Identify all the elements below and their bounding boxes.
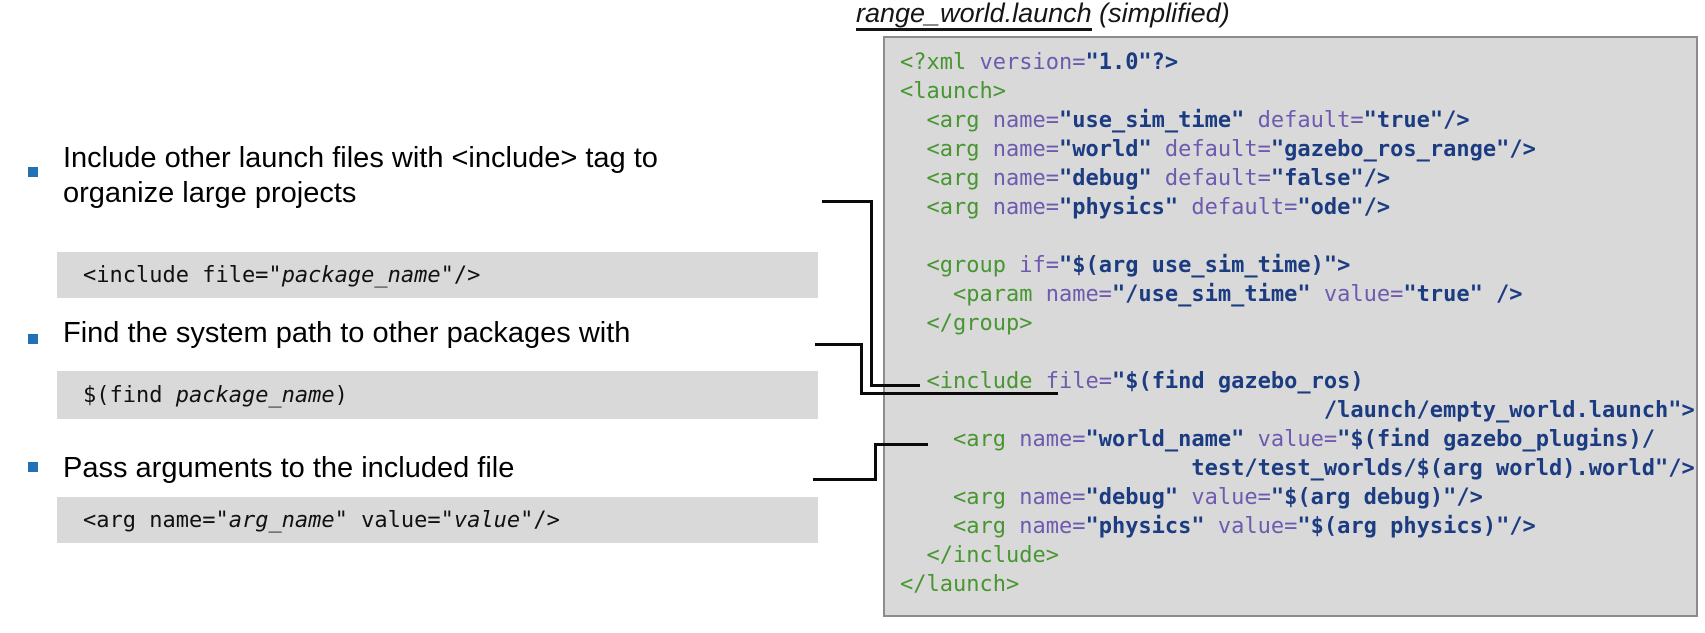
code-line: <arg name="use_sim_time" default="true"/…: [926, 108, 1470, 133]
code-line: /launch/empty_world.launch">: [900, 398, 1695, 423]
code-line: test/test_worlds/$(arg world).world"/>: [900, 456, 1695, 481]
bullet-text-include: Include other launch files with <include…: [63, 142, 658, 209]
connector-line: [874, 443, 928, 446]
bullet-marker: [28, 462, 38, 472]
connector-line: [822, 200, 873, 203]
code-line: <arg name="debug" value="$(arg debug)"/>: [952, 485, 1483, 510]
connector-line: [870, 200, 873, 387]
connector-line: [860, 343, 863, 395]
code-line: <arg name="world" default="gazebo_ros_ra…: [926, 137, 1536, 162]
code-line: <group if="$(arg use_sim_time)">: [926, 253, 1351, 278]
connector-line: [813, 478, 877, 481]
code-line: [900, 222, 1696, 251]
connector-line: [874, 443, 877, 481]
code-line: <arg name="physics" default="ode"/>: [926, 195, 1391, 220]
bullet-marker: [28, 167, 38, 177]
bullet-marker: [28, 334, 38, 344]
code-line: </launch>: [900, 572, 1020, 597]
code-line: [900, 338, 1696, 367]
slide-title: range_world.launch (simplified): [856, 0, 1230, 31]
code-line: <arg name="world_name" value="$(find gaz…: [952, 427, 1656, 452]
code-line: </include>: [926, 543, 1059, 568]
launch-file-code-block: <?xml version="1.0"?> <launch> <arg name=…: [883, 36, 1698, 617]
code-line: <param name="/use_sim_time" value="true"…: [952, 282, 1523, 307]
connector-line: [815, 343, 863, 346]
code-line: <arg name="physics" value="$(arg physics…: [952, 514, 1536, 539]
launch-filename: range_world.launch: [856, 0, 1092, 31]
title-suffix: (simplified): [1091, 0, 1230, 28]
code-chip-include: <include file="package_name"/>: [57, 252, 818, 298]
connector-line: [860, 392, 1058, 395]
code-line: <include file="$(find gazebo_ros): [926, 369, 1364, 394]
code-line: <launch>: [900, 79, 1006, 104]
code-line: </group>: [926, 311, 1033, 336]
bullet-text-find: Find the system path to other packages w…: [63, 317, 631, 349]
bullet-text-args: Pass arguments to the included file: [63, 452, 515, 484]
code-chip-find: $(find package_name): [57, 371, 818, 419]
code-line: <arg name="debug" default="false"/>: [926, 166, 1391, 191]
connector-line: [870, 384, 920, 387]
code-line: <?xml version="1.0"?>: [900, 50, 1179, 75]
code-chip-arg: <arg name="arg_name" value="value"/>: [57, 497, 818, 543]
